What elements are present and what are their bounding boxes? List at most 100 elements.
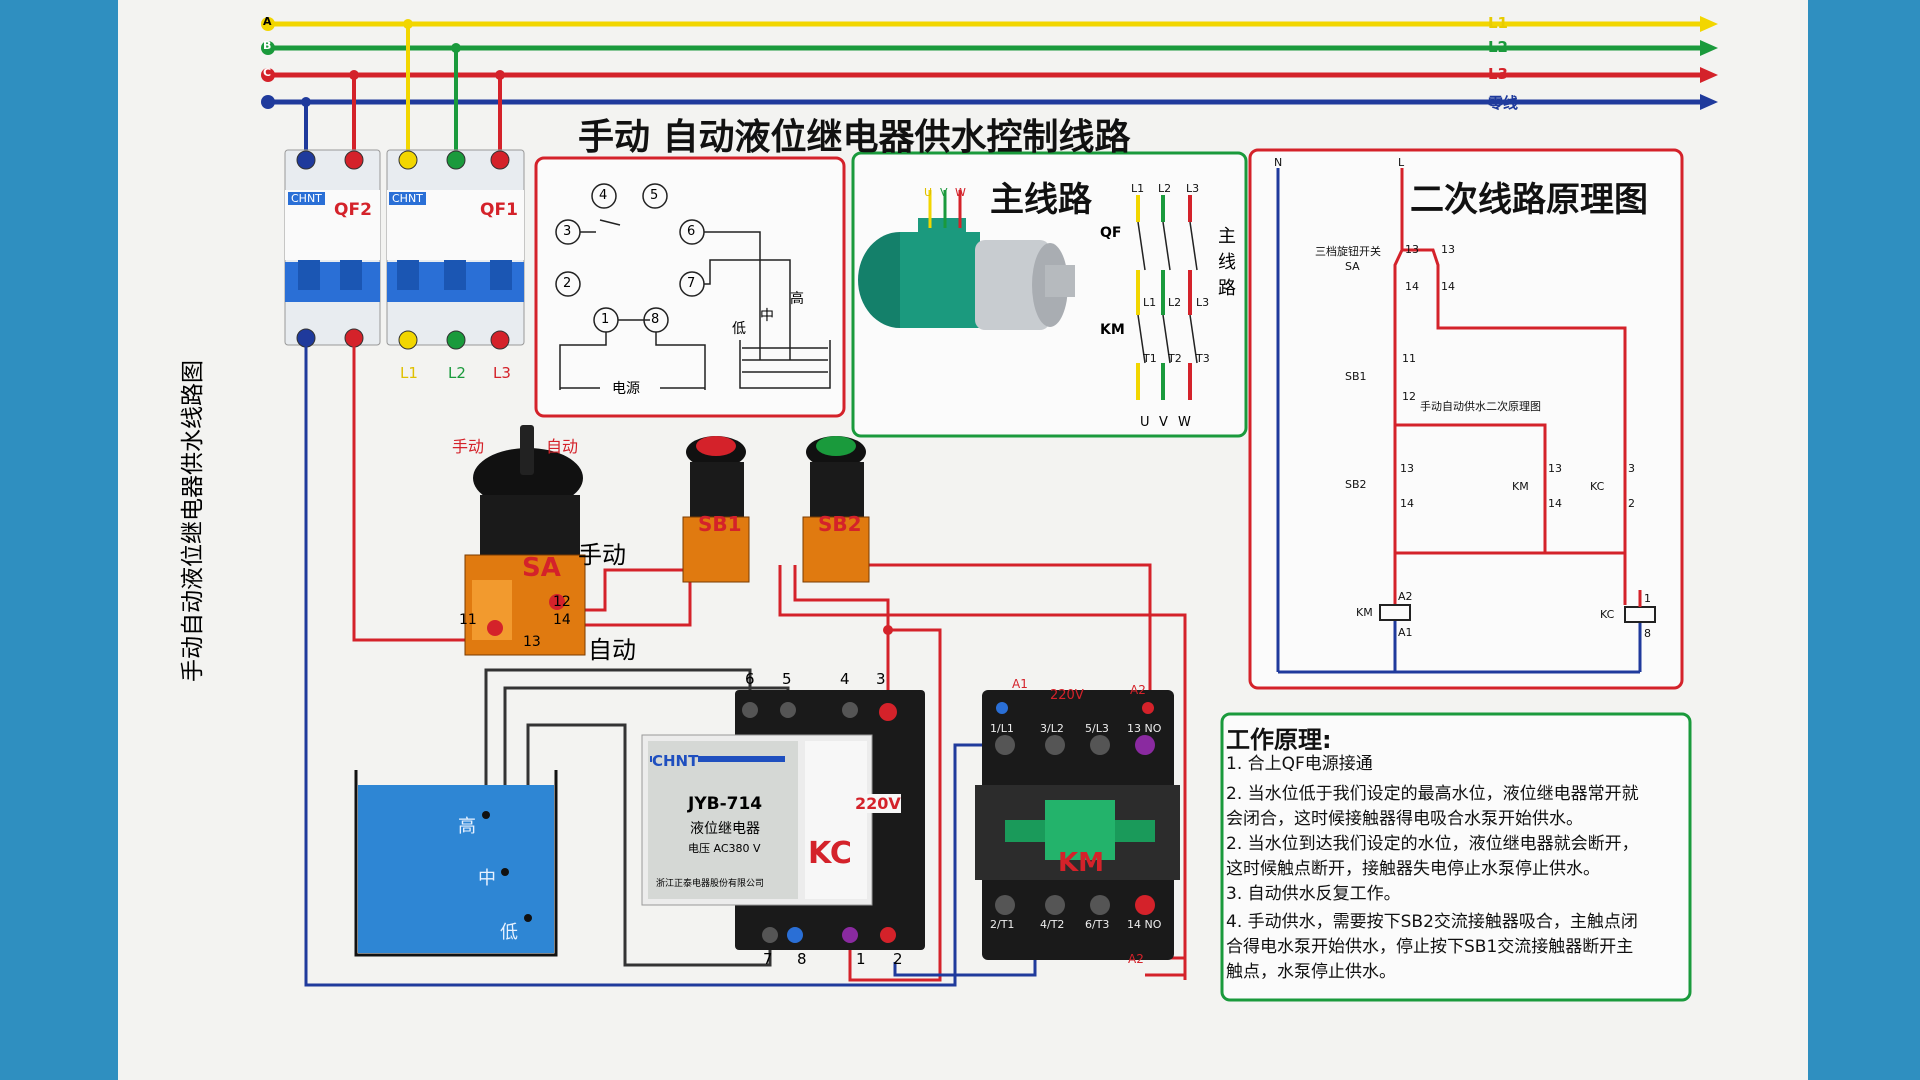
mc-side-2: 线 <box>1218 252 1236 273</box>
sec-kc: KC <box>1590 480 1605 493</box>
sa-term-11: 11 <box>459 612 477 628</box>
sec-13b: 13 <box>1441 243 1455 256</box>
pump-term-v: V <box>940 186 948 199</box>
bus-label-l2: L2 <box>1488 38 1508 56</box>
pin-6: 6 <box>687 224 696 239</box>
contactor-voltage: 220V <box>1050 688 1084 703</box>
sa-auto-label: 自动 <box>588 636 636 664</box>
sec-coil-km: KM <box>1356 606 1373 619</box>
side-title: 手动自动液位继电器供水线路图 <box>180 360 206 682</box>
out-l1: L1 <box>400 364 418 382</box>
sec-coil-1: 1 <box>1644 592 1651 605</box>
out-l3: L3 <box>493 364 511 382</box>
qf2-brand: CHNT <box>288 192 325 205</box>
principle-box <box>1220 712 1692 1002</box>
sec-coil-kc: KC <box>1600 608 1615 621</box>
sec-kc-2: 2 <box>1628 497 1635 510</box>
level-mid: 中 <box>760 308 774 324</box>
sb1-button <box>682 436 750 583</box>
qf1-brand: CHNT <box>389 192 426 205</box>
relay-bottom-8: 8 <box>797 950 807 968</box>
qf1-label: QF1 <box>480 200 518 220</box>
sec-caption: 手动自动供水二次原理图 <box>1420 400 1541 413</box>
tank-low: 低 <box>500 922 518 943</box>
sa-term-12: 12 <box>553 594 571 610</box>
principle-line-9: 触点，水泵停止供水。 <box>1226 962 1396 982</box>
qf2-label: QF2 <box>334 200 372 220</box>
pin-8: 8 <box>651 312 660 327</box>
bus-label-a: A <box>263 15 272 28</box>
mc-km-l2: L2 <box>1168 296 1182 309</box>
pump-term-u: U <box>924 186 933 199</box>
secondary-box <box>1248 148 1684 690</box>
sec-coil-a2: A2 <box>1398 590 1413 603</box>
relay-voltage: 220V <box>855 794 901 813</box>
principle-line-5: 这时候触点断开，接触器失电停止水泵停止供水。 <box>1226 859 1600 879</box>
principle-line-4: 2. 当水位到达我们设定的水位，液位继电器就会断开， <box>1226 834 1639 854</box>
sec-12: 12 <box>1402 390 1416 403</box>
relay-top-6: 6 <box>745 670 755 688</box>
principle-line-7: 4. 手动供水，需要按下SB2交流接触器吸合，主触点闭 <box>1226 912 1638 932</box>
mc-phase-l3: L3 <box>1186 182 1200 195</box>
principle-line-6: 3. 自动供水反复工作。 <box>1226 884 1401 904</box>
water-tank <box>354 770 558 957</box>
mc-km-t2: T2 <box>1168 352 1182 365</box>
relay-top-4: 4 <box>840 670 850 688</box>
pin-4: 4 <box>599 188 608 203</box>
principle-line-3: 会闭合，这时候接触器得电吸合水泵开始供水。 <box>1226 809 1583 829</box>
sb1-label: SB1 <box>698 512 742 536</box>
sa-manual-label: 手动 <box>578 541 626 569</box>
relay-top-5: 5 <box>782 670 792 688</box>
pump-term-w: W <box>955 186 966 199</box>
pin-2: 2 <box>563 276 572 291</box>
tank-mid: 中 <box>478 868 496 889</box>
secondary-schematic <box>1276 168 1656 674</box>
water-pump <box>858 190 1075 330</box>
pin-7: 7 <box>687 276 696 291</box>
power-label: 电源 <box>612 381 640 397</box>
mc-out-v: V <box>1159 415 1168 430</box>
sec-11: 11 <box>1402 352 1416 365</box>
bus-label-neutral: 零线 <box>1488 94 1519 112</box>
mc-side-3: 路 <box>1218 278 1236 299</box>
ct-term-2t1: 2/T1 <box>990 918 1015 931</box>
sa-label: SA <box>522 553 561 583</box>
sec-sb2: SB2 <box>1345 478 1367 491</box>
sa-term-14: 14 <box>553 612 571 628</box>
bus-label-l3: L3 <box>1488 65 1508 83</box>
ct-term-3l2: 3/L2 <box>1040 722 1064 735</box>
ct-term-13no: 13 NO <box>1127 722 1162 735</box>
mc-km-t3: T3 <box>1196 352 1210 365</box>
ac-contactor <box>975 690 1180 960</box>
relay-model: JYB-714 <box>688 794 763 814</box>
ct-term-1l1: 1/L1 <box>990 722 1014 735</box>
page-title: 手动 自动液位继电器供水控制线路 <box>578 117 1131 158</box>
sec-km: KM <box>1512 480 1529 493</box>
sec-sb2-14: 14 <box>1400 497 1414 510</box>
relay-name: 液位继电器 <box>690 821 760 837</box>
ct-term-4t2: 4/T2 <box>1040 918 1065 931</box>
sa-term-13: 13 <box>523 634 541 650</box>
sa-mode-left: 手动 <box>452 437 485 456</box>
principle-line-8: 合得电水泵开始供水，停止按下SB1交流接触器断开主 <box>1226 937 1634 957</box>
sec-sa: SA <box>1345 260 1360 273</box>
level-low: 低 <box>732 321 746 337</box>
sec-km-13: 13 <box>1548 462 1562 475</box>
sec-13a: 13 <box>1405 243 1419 256</box>
relay-top-3: 3 <box>876 670 886 688</box>
sec-coil-a1: A1 <box>1398 626 1413 639</box>
relay-bottom-1: 1 <box>856 950 866 968</box>
sec-14a: 14 <box>1405 280 1419 293</box>
level-high: 高 <box>790 291 804 307</box>
contactor-a2-bottom: A2 <box>1128 952 1144 966</box>
mc-qf: QF <box>1100 225 1122 241</box>
sa-mode-right: 自动 <box>546 437 579 456</box>
sec-km-14: 14 <box>1548 497 1562 510</box>
mc-side-1: 主 <box>1218 226 1236 247</box>
secondary-title: 二次线路原理图 <box>1410 180 1648 220</box>
sec-14b: 14 <box>1441 280 1455 293</box>
ct-term-5l3: 5/L3 <box>1085 722 1109 735</box>
relay-maker: 浙江正泰电器股份有限公司 <box>656 879 765 889</box>
level-relay <box>641 690 925 950</box>
